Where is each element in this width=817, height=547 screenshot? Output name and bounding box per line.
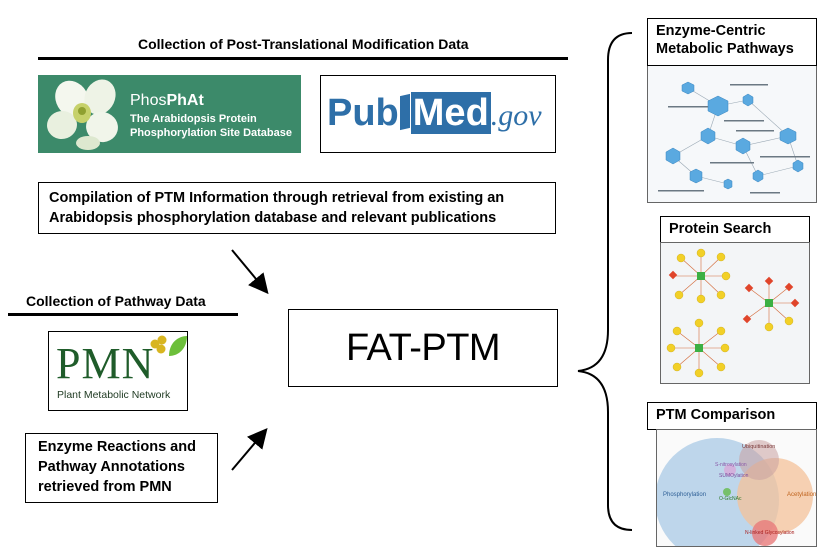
phosphat-logo: PhosPhAt The Arabidopsis Protein Phospho… [38,75,301,153]
fat-ptm-label: FAT-PTM [345,327,501,369]
ptm-heading-rule [38,57,568,60]
phosphat-name-part1: Phos [130,92,167,109]
enzyme-pathways-title-line2: Metabolic Pathways [656,41,794,57]
venn-label-phosphorylation: Phosphorylation [663,492,706,498]
pathway-collection-heading: Collection of Pathway Data [26,293,206,309]
compilation-text-line2: Arabidopsis phosphorylation database and… [49,210,497,226]
pubmed-dotgov: .gov [490,99,542,132]
protein-network-image [660,242,810,384]
phosphat-name-part2: PhAt [166,92,204,109]
enzyme-text-line1: Enzyme Reactions and [38,439,196,455]
venn-label-sumoylation: SUMOylation [719,473,749,479]
pathways-network-image [647,65,817,203]
enzyme-text-line3: retrieved from PMN [38,479,172,495]
pmn-logo: PMN Plant Metabolic Network [48,331,188,411]
venn-label-acetylation: Acetylation [787,492,816,498]
pmn-letters: PMN [56,339,155,388]
venn-label-n-linked-glycosylation: N-linked Glycosylation [745,530,795,536]
ptm-venn-image: Phosphorylation Acetylation Ubiquitinati… [656,429,817,547]
venn-label-s-nitrosylation: S-nitrosylation [715,462,747,468]
output-brace [577,32,633,531]
pubmed-med: Med [410,92,491,134]
enzyme-pathways-title: Enzyme-Centric Metabolic Pathways [647,18,817,66]
pubmed-pub: Pub [327,92,399,134]
arrow-down-right [231,249,269,295]
flower-icon [47,79,118,150]
hexagon-network [658,81,810,194]
protein-search-title: Protein Search [660,216,810,243]
compilation-text-line1: Compilation of PTM Information through r… [49,190,505,206]
phosphat-line2: Phosphorylation Site Database [130,127,292,139]
pmn-leaf-icon [150,335,187,356]
pubmed-book-icon [399,93,410,131]
arrow-up-right [231,427,268,471]
pathway-heading-rule [8,313,238,316]
protein-star-network [666,248,800,378]
phosphat-line1: The Arabidopsis Protein [130,113,257,125]
venn-label-ubiquitination: Ubiquitination [742,444,775,450]
enzyme-pathways-title-line1: Enzyme-Centric [656,23,766,39]
enzyme-text-line2: Pathway Annotations [38,459,185,475]
compilation-box: Compilation of PTM Information through r… [38,182,556,234]
venn-label-o-glcnac: O-GlcNAc [719,496,742,502]
ptm-collection-heading: Collection of Post-Translational Modific… [138,36,469,52]
pmn-subtitle: Plant Metabolic Network [57,389,171,401]
pubmed-logo: Pub Med.gov [320,75,556,153]
enzyme-reactions-box: Enzyme Reactions and Pathway Annotations… [25,433,218,503]
ptm-comparison-title: PTM Comparison [647,402,817,430]
fat-ptm-box: FAT-PTM [288,309,558,387]
ptm-venn-diagram: Phosphorylation Acetylation Ubiquitinati… [657,438,816,546]
